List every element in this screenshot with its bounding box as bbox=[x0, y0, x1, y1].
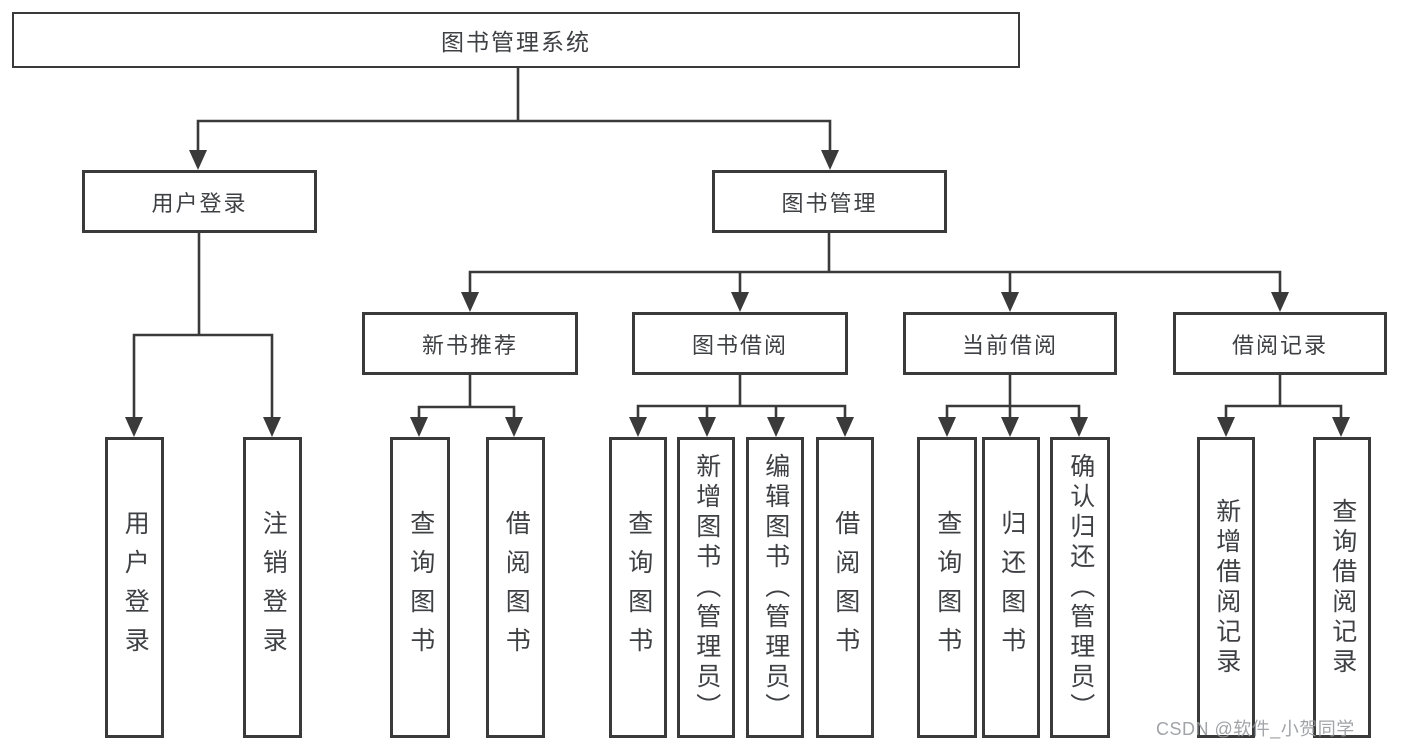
node-leaf-confirm-return-admin-label: 确认归还（管理员） bbox=[1066, 452, 1095, 723]
node-leaf-user-login: 用户登录 bbox=[105, 437, 164, 738]
node-leaf-query-books-borrowing: 查询图书 bbox=[609, 437, 667, 738]
node-leaf-query-books-recommend-label: 查询图书 bbox=[406, 509, 435, 666]
node-leaf-logout-label: 注销登录 bbox=[259, 509, 288, 666]
node-current-borrowing: 当前借阅 bbox=[903, 312, 1117, 375]
node-leaf-add-borrow-record: 新增借阅记录 bbox=[1197, 437, 1255, 738]
node-leaf-query-borrow-record-label: 查询借阅记录 bbox=[1328, 497, 1357, 678]
node-borrowing-records-label: 借阅记录 bbox=[1231, 332, 1328, 358]
node-leaf-query-books-current: 查询图书 bbox=[917, 437, 977, 738]
node-leaf-return-books-label: 归还图书 bbox=[997, 509, 1026, 666]
node-leaf-borrow-books: 借阅图书 bbox=[816, 437, 874, 738]
node-book-borrowing-label: 图书借阅 bbox=[691, 332, 788, 358]
node-new-book-recommend: 新书推荐 bbox=[362, 312, 578, 375]
node-leaf-query-books-borrowing-label: 查询图书 bbox=[624, 509, 653, 666]
node-root-system-label: 图书管理系统 bbox=[441, 29, 591, 55]
node-leaf-add-borrow-record-label: 新增借阅记录 bbox=[1212, 497, 1241, 678]
node-leaf-query-borrow-record: 查询借阅记录 bbox=[1313, 437, 1371, 738]
node-current-borrowing-label: 当前借阅 bbox=[961, 332, 1058, 358]
node-leaf-query-books-current-label: 查询图书 bbox=[933, 509, 962, 666]
node-leaf-add-book-admin-label: 新增图书（管理员） bbox=[692, 452, 721, 723]
csdn-watermark: CSDN @软件_小贺同学 bbox=[1156, 719, 1355, 739]
node-user-login-group-label: 用户登录 bbox=[151, 190, 248, 216]
tree-edges bbox=[132, 65, 1343, 424]
node-new-book-recommend-label: 新书推荐 bbox=[421, 332, 518, 358]
node-leaf-edit-book-admin-label: 编辑图书（管理员） bbox=[761, 452, 790, 723]
node-leaf-confirm-return-admin: 确认归还（管理员） bbox=[1050, 437, 1110, 738]
node-leaf-user-login-label: 用户登录 bbox=[121, 509, 150, 666]
node-book-management-label: 图书管理 bbox=[781, 190, 878, 216]
node-leaf-query-books-recommend: 查询图书 bbox=[390, 437, 450, 738]
node-leaf-borrow-books-recommend-label: 借阅图书 bbox=[502, 509, 531, 666]
node-book-borrowing: 图书借阅 bbox=[632, 312, 848, 375]
node-leaf-borrow-books-label: 借阅图书 bbox=[831, 509, 860, 666]
node-user-login-group: 用户登录 bbox=[82, 170, 317, 233]
node-leaf-borrow-books-recommend: 借阅图书 bbox=[486, 437, 545, 738]
node-root-system: 图书管理系统 bbox=[12, 12, 1020, 68]
arrowheads bbox=[125, 150, 1350, 437]
node-book-management: 图书管理 bbox=[712, 170, 947, 233]
node-borrowing-records: 借阅记录 bbox=[1173, 312, 1387, 375]
node-leaf-logout: 注销登录 bbox=[243, 437, 302, 738]
node-leaf-add-book-admin: 新增图书（管理员） bbox=[677, 437, 735, 738]
node-leaf-edit-book-admin: 编辑图书（管理员） bbox=[746, 437, 804, 738]
node-leaf-return-books: 归还图书 bbox=[982, 437, 1040, 738]
